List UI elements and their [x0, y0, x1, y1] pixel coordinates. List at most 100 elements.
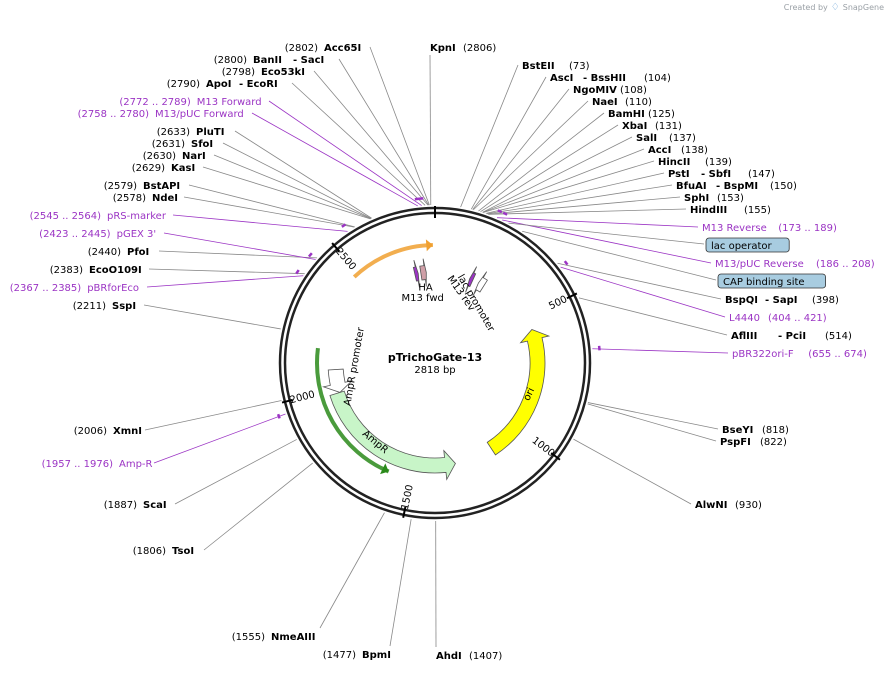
site-label-ndei[interactable]: NdeI(2578) — [113, 193, 178, 204]
leader-line — [369, 46, 430, 206]
site-position: (2802) — [285, 43, 318, 54]
orf-arc — [315, 347, 390, 474]
site-name: AhdI — [436, 651, 462, 662]
site-label-ecoo109i[interactable]: EcoO109I(2383) — [50, 265, 142, 276]
site-position: (153) — [717, 193, 744, 204]
feature-box-bg — [717, 273, 826, 289]
site-label-bfuai[interactable]: BfuAI- BspMI(150) — [676, 181, 797, 192]
leader-line — [429, 54, 432, 206]
site-position: (1887) — [104, 500, 137, 511]
site-label-pfoi[interactable]: PfoI(2440) — [88, 247, 150, 258]
leader-line — [172, 214, 348, 232]
site-label-eco53ki[interactable]: Eco53kI(2798) — [222, 67, 305, 78]
leader-line — [338, 58, 430, 206]
site-position: (2629) — [132, 163, 165, 174]
feature-box-cap-binding-site[interactable]: CAP binding site — [717, 273, 826, 289]
leader-line — [482, 148, 645, 213]
site-label-sfoi[interactable]: SfoI(2631) — [152, 139, 213, 150]
site-position: (2633) — [157, 127, 190, 138]
site-label-asci[interactable]: AscI- BssHII(104) — [550, 73, 671, 84]
primer-name: pBR322ori-F — [732, 349, 794, 360]
ruler-tick — [331, 242, 341, 253]
site-position: (2440) — [88, 247, 121, 258]
site-label-afliii[interactable]: AflIII- PciI(514) — [731, 331, 852, 342]
site-position: (150) — [770, 181, 797, 192]
feature-label-ampr-promoter: AmpR promoter — [342, 326, 367, 407]
site-label-ahdi[interactable]: AhdI(1407) — [436, 651, 502, 662]
site-name: ApoI — [206, 79, 232, 90]
feature-ha — [419, 258, 427, 287]
primer-label-m13-reverse[interactable]: M13 Reverse(173 .. 189) — [702, 223, 837, 234]
site-label-scai[interactable]: ScaI (1887) — [104, 500, 167, 511]
leader-line — [174, 439, 297, 505]
primer-label-m13-puc-forward[interactable]: M13/pUC Forward(2758 .. 2780) — [78, 109, 244, 120]
site-name: PstI — [668, 169, 690, 180]
site-name-extra: - PciI — [778, 331, 806, 342]
brand-name: SnapGene — [842, 3, 884, 12]
site-label-xmni[interactable]: XmnI(2006) — [74, 426, 142, 437]
primer-label-pbrforeco[interactable]: pBRforEco(2367 .. 2385) — [10, 283, 139, 294]
site-name-extra: - BspMI — [716, 181, 758, 192]
site-position: (818) — [762, 425, 789, 436]
primer-label-pgex-3-[interactable]: pGEX 3'(2423 .. 2445) — [39, 229, 156, 240]
snapgene-logo-icon: ♢ — [830, 2, 840, 13]
site-position: (930) — [735, 500, 762, 511]
primer-range: (404 .. 421) — [768, 313, 827, 324]
primer-label-l4440[interactable]: L4440(404 .. 421) — [729, 313, 827, 324]
site-label-sphi[interactable]: SphI(153) — [684, 193, 744, 204]
site-name-extra: - SacI — [293, 55, 324, 66]
site-position: (104) — [644, 73, 671, 84]
site-name: AflIII — [731, 331, 757, 342]
site-label-acci[interactable]: AccI(138) — [648, 145, 708, 156]
site-label-sali[interactable]: SalI(137) — [636, 133, 696, 144]
feature-label-m13-fwd: M13 fwd — [402, 293, 444, 304]
site-label-psti[interactable]: PstI- SbfI(147) — [668, 169, 775, 180]
site-label-hincii[interactable]: HincII(139) — [658, 157, 732, 168]
primer-label-prs-marker[interactable]: pRS-marker(2545 .. 2564) — [30, 211, 167, 222]
leader-line — [222, 142, 372, 219]
site-label-apoi[interactable]: ApoI- EcoRI(2790) — [167, 79, 278, 90]
site-label-xbai[interactable]: XbaI(131) — [622, 121, 682, 132]
site-label-bstapi[interactable]: BstAPI(2579) — [104, 181, 180, 192]
site-label-tsoi[interactable]: TsoI(1806) — [133, 546, 194, 557]
feature-box-lac-operator[interactable]: lac operator — [705, 237, 790, 253]
primer-range: (173 .. 189) — [778, 223, 837, 234]
site-label-pluti[interactable]: PluTI(2633) — [157, 127, 225, 138]
site-label-nmeaiii[interactable]: NmeAIII(1555) — [232, 632, 316, 643]
site-position: (2211) — [73, 301, 106, 312]
site-label-sspi[interactable]: SspI(2211) — [73, 301, 136, 312]
site-label-pspfi[interactable]: PspFI(822) — [720, 437, 787, 448]
site-label-bpmi[interactable]: BpmI(1477) — [323, 650, 391, 661]
primer-label-amp-r[interactable]: Amp-R(1957 .. 1976) — [42, 459, 153, 470]
primer-label-m13-puc-reverse[interactable]: M13/pUC Reverse(186 .. 208) — [715, 259, 875, 270]
site-label-banii[interactable]: BanII- SacI(2800) — [214, 55, 325, 66]
primer-name: pGEX 3' — [117, 229, 157, 240]
site-position: (2798) — [222, 67, 255, 78]
site-label-acc65i[interactable]: Acc65I(2802) — [285, 43, 362, 54]
leader-line — [146, 275, 304, 288]
primer-label-pbr322ori-f[interactable]: pBR322ori-F(655 .. 674) — [732, 349, 867, 360]
site-label-bspqi[interactable]: BspQI- SapI(398) — [725, 295, 839, 306]
site-label-kpni[interactable]: KpnI(2806) — [430, 43, 496, 54]
site-name: BamHI — [608, 109, 645, 120]
site-label-nari[interactable]: NarI(2630) — [143, 151, 206, 162]
site-position: (2006) — [74, 426, 107, 437]
site-label-hindiii[interactable]: HindIII(155) — [690, 205, 771, 216]
leader-line — [592, 348, 729, 354]
primer-name: pRS-marker — [107, 211, 167, 222]
primer-label-m13-forward[interactable]: M13 Forward(2772 .. 2789) — [119, 97, 261, 108]
site-label-alwni[interactable]: AlwNI(930) — [695, 500, 762, 511]
site-label-ngomiv[interactable]: NgoMIV(108) — [573, 85, 647, 96]
site-label-kasi[interactable]: KasI(2629) — [132, 163, 195, 174]
ruler-tick — [402, 506, 407, 518]
site-label-naei[interactable]: NaeI(110) — [592, 97, 652, 108]
site-label-bsteii[interactable]: BstEII(73) — [522, 61, 590, 72]
site-name: BanII — [253, 55, 282, 66]
site-name: SfoI — [191, 139, 213, 150]
site-label-bseyi[interactable]: BseYI(818) — [722, 425, 789, 436]
site-name: NgoMIV — [573, 85, 617, 96]
site-label-bamhi[interactable]: BamHI(125) — [608, 109, 675, 120]
plasmid-name: pTrichoGate-13 — [388, 351, 482, 364]
site-name: ScaI — [143, 500, 167, 511]
